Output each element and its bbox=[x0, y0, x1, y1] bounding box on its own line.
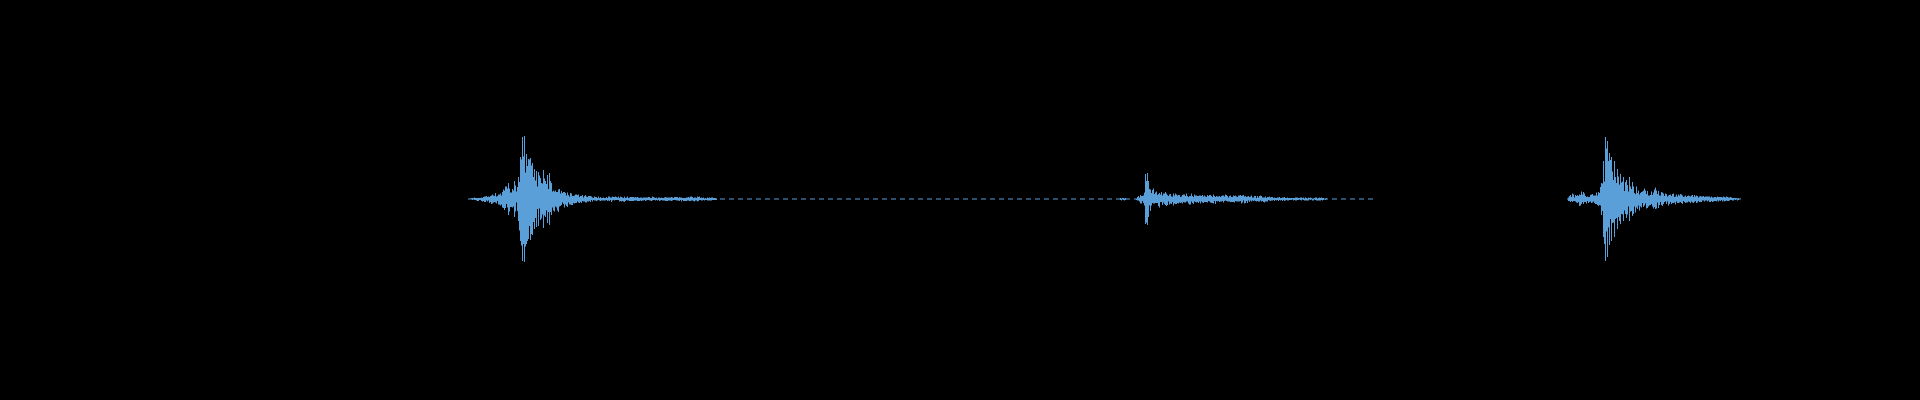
waveform-path bbox=[468, 136, 1741, 262]
